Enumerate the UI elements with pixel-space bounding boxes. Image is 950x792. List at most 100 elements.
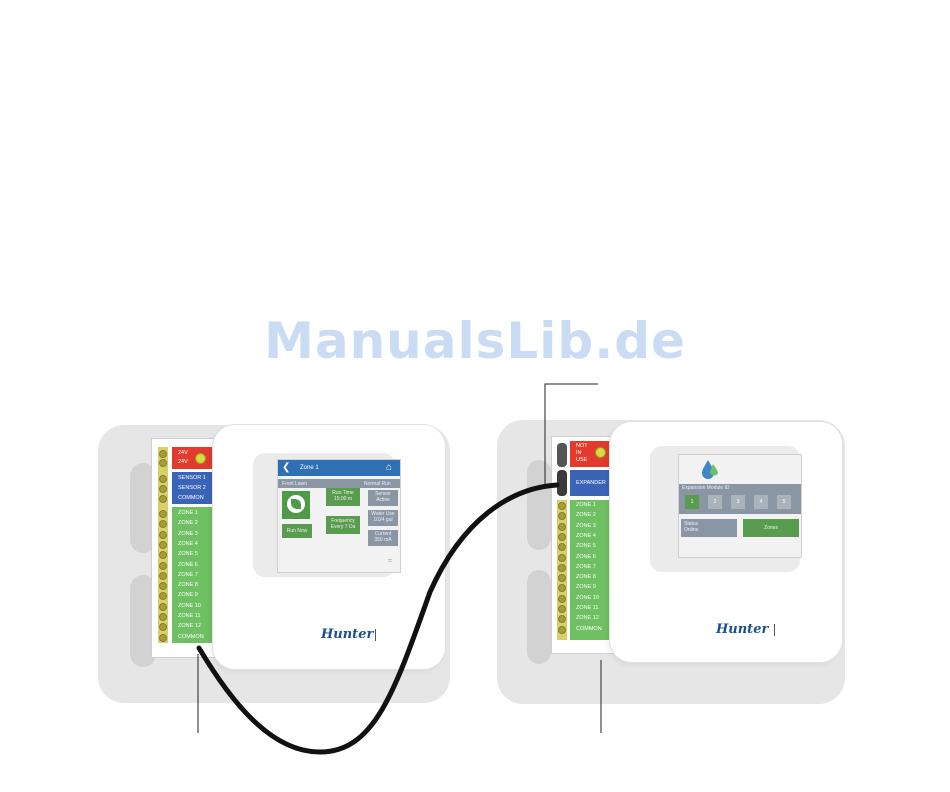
terminal-screw <box>159 450 167 458</box>
zone-label: ZONE 12 <box>178 623 201 630</box>
terminal-screw <box>159 459 167 467</box>
zone-label: ZONE 4 <box>576 532 596 539</box>
terminal-screw <box>159 485 167 493</box>
zone-common-label: COMMON <box>178 633 204 640</box>
status-label: Status <box>684 521 699 527</box>
zone-label: ZONE 9 <box>178 592 198 599</box>
home-icon[interactable]: ⌂ <box>386 462 393 473</box>
right-controller-face: Expansion Module ID 1 2 3 4 5 Status Onl… <box>610 422 842 662</box>
zone-label: ZONE 6 <box>576 553 596 560</box>
module-id-4-button[interactable]: 4 <box>754 495 768 509</box>
terminal-screw <box>159 582 167 591</box>
zone-label: ZONE 12 <box>576 615 599 622</box>
power-label-1: 24V <box>178 450 188 456</box>
terminal-screw <box>159 475 167 483</box>
expander-port-icon <box>557 470 567 496</box>
status-panel: Status Online <box>681 519 737 537</box>
callout-line-expander <box>544 383 598 486</box>
right-brand-logo: Hunter <box>716 622 769 637</box>
zone-common-label: COMMON <box>576 625 602 632</box>
not-label: NOT <box>576 443 588 449</box>
power-led-icon <box>195 453 206 464</box>
terminal-screw <box>558 605 566 613</box>
terminal-screw <box>558 615 566 624</box>
back-arrow-icon[interactable]: ❮ <box>282 462 291 473</box>
current-value: 350 mA <box>374 537 392 543</box>
use-label: USE <box>576 457 588 463</box>
water-drop-icon <box>701 459 719 479</box>
right-touchscreen[interactable]: Expansion Module ID 1 2 3 4 5 Status Onl… <box>678 454 802 558</box>
terminal-screw <box>159 613 167 621</box>
status-led-icon <box>595 447 606 458</box>
water-use-value: 1024 gal <box>373 517 393 523</box>
sensor-status-label: Sensor <box>375 491 391 497</box>
terminal-screw <box>159 623 167 632</box>
left-terminal-strip: 24V 24V SENSOR 1 SENSOR 2 COMMON ZONE 1 Z… <box>151 438 219 658</box>
right-terminal-strip: NOT IN USE EXPANDER ZONE 1 ZONE 2 ZONE 3 ZO… <box>551 436 615 654</box>
zone-label: ZONE 6 <box>178 561 198 568</box>
expander-label: EXPANDER <box>576 480 606 486</box>
status-value: Online <box>684 527 699 533</box>
sensor-status-value: Active <box>376 497 390 503</box>
water-use-label: Water Use <box>371 511 395 517</box>
module-id-5-button[interactable]: 5 <box>777 495 791 509</box>
left-controller-face: ❮ Zone 1 ⌂ Front Lawn Normal Run Run Tim… <box>213 425 445 669</box>
zone-label: ZONE 11 <box>576 605 599 611</box>
sensor-label-1: SENSOR 1 <box>178 475 206 481</box>
terminal-screw <box>159 520 167 529</box>
terminal-screw <box>558 512 566 521</box>
terminal-screw <box>558 625 566 634</box>
run-time-button[interactable]: Run Time 15:00 m <box>326 488 360 506</box>
terminal-screw <box>159 495 167 503</box>
water-use-status: Water Use 1024 gal <box>368 510 398 526</box>
zone-label: ZONE 2 <box>178 520 198 527</box>
module-id-3-button[interactable]: 3 <box>731 495 745 509</box>
module-id-1-button[interactable]: 1 <box>685 495 699 509</box>
connection-cable <box>196 482 560 755</box>
terminal-screw <box>159 510 167 518</box>
zone-label: ZONE 3 <box>178 530 198 537</box>
terminal-screw <box>159 592 167 601</box>
terminal-screw <box>159 551 167 560</box>
power-label-2: 24V <box>178 459 188 465</box>
terminal-screw <box>558 532 566 541</box>
sensor-status: Sensor Active <box>368 490 398 506</box>
zone-label: ZONE 5 <box>576 543 596 550</box>
zone-label: ZONE 2 <box>576 512 596 519</box>
run-time-value: 15:00 m <box>333 496 353 502</box>
zone-label: ZONE 11 <box>178 613 201 619</box>
wifi-icon: ≈ <box>388 556 393 565</box>
zone-label: ZONE 10 <box>178 602 201 609</box>
module-id-2-button[interactable]: 2 <box>708 495 722 509</box>
zone-label: ZONE 4 <box>178 540 198 547</box>
terminal-screw <box>558 594 566 603</box>
module-id-label: Expansion Module ID <box>682 485 730 491</box>
run-now-button[interactable]: Run Now <box>282 524 312 538</box>
zone-label: ZONE 1 <box>576 502 596 508</box>
left-touchscreen[interactable]: ❮ Zone 1 ⌂ Front Lawn Normal Run Run Tim… <box>277 459 401 573</box>
zone-label: ZONE 3 <box>576 522 596 529</box>
terminal-screw <box>558 522 566 531</box>
left-brand-logo: Hunter <box>321 627 374 642</box>
current-label: Current <box>374 531 392 537</box>
sensor-label-2: SENSOR 2 <box>178 485 206 491</box>
zone-label: ZONE 1 <box>178 510 198 516</box>
terminal-screw <box>159 561 167 570</box>
run-time-label: Run Time <box>332 490 354 496</box>
frequency-label: Frequency <box>331 518 355 524</box>
current-status: Current 350 mA <box>368 530 398 546</box>
terminal-screw <box>558 584 566 593</box>
zone-label: ZONE 10 <box>576 594 599 601</box>
terminal-screw <box>159 602 167 611</box>
terminal-screw <box>159 571 167 580</box>
terminal-screw <box>159 540 167 549</box>
zone-title: Zone 1 <box>300 465 319 471</box>
frequency-button[interactable]: Frequency Every 7 Da <box>326 516 360 534</box>
zone-label: ZONE 8 <box>576 574 596 581</box>
run-mode-caption: Normal Run <box>364 481 391 487</box>
zones-button[interactable]: Zones <box>743 519 799 537</box>
in-label: IN <box>576 450 582 456</box>
zone-label: ZONE 5 <box>178 551 198 558</box>
zone-label: ZONE 9 <box>576 584 596 591</box>
